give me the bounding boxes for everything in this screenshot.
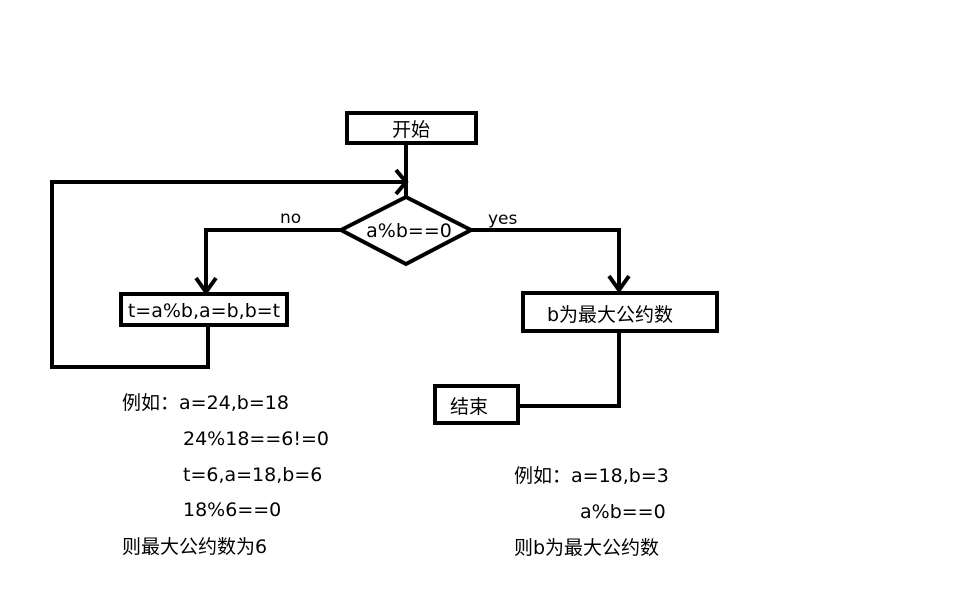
end-node: 结束: [433, 384, 520, 425]
result-node: b为最大公约数: [521, 291, 719, 333]
edge-yes: [471, 228, 621, 292]
start-label: 开始: [392, 119, 430, 141]
note-right-line-2: a%b==0: [580, 501, 666, 523]
connectors: [50, 143, 631, 408]
yes-arrowhead: [607, 274, 631, 294]
swap-node: t=a%b,a=b,b=t: [119, 292, 289, 327]
edge-no: [204, 228, 341, 294]
note-left-line-1: 例如：a=24,b=18: [122, 392, 289, 414]
note-left: 例如：a=24,b=18 24%18==6!=0 t=6,a=18,b=6 18…: [122, 392, 329, 558]
note-right: 例如：a=18,b=3 a%b==0 则b为最大公约数: [514, 465, 669, 559]
note-left-line-3: t=6,a=18,b=6: [183, 464, 322, 486]
edge-result-to-end: [518, 332, 621, 408]
note-left-line-4: 18%6==0: [183, 499, 281, 521]
note-left-line-2: 24%18==6!=0: [183, 428, 329, 450]
edge-label-no: no: [280, 208, 301, 228]
note-left-line-5: 则最大公约数为6: [122, 536, 267, 558]
condition-node: a%b==0: [336, 194, 476, 267]
end-label: 结束: [450, 396, 488, 418]
start-node: 开始: [345, 111, 478, 145]
edge-loop-back: [50, 180, 406, 369]
edge-label-yes: yes: [488, 209, 518, 229]
note-right-line-3: 则b为最大公约数: [514, 537, 659, 559]
note-right-line-1: 例如：a=18,b=3: [514, 465, 669, 487]
swap-label: t=a%b,a=b,b=t: [128, 300, 280, 322]
condition-label: a%b==0: [366, 220, 452, 242]
result-label: b为最大公约数: [547, 304, 673, 326]
